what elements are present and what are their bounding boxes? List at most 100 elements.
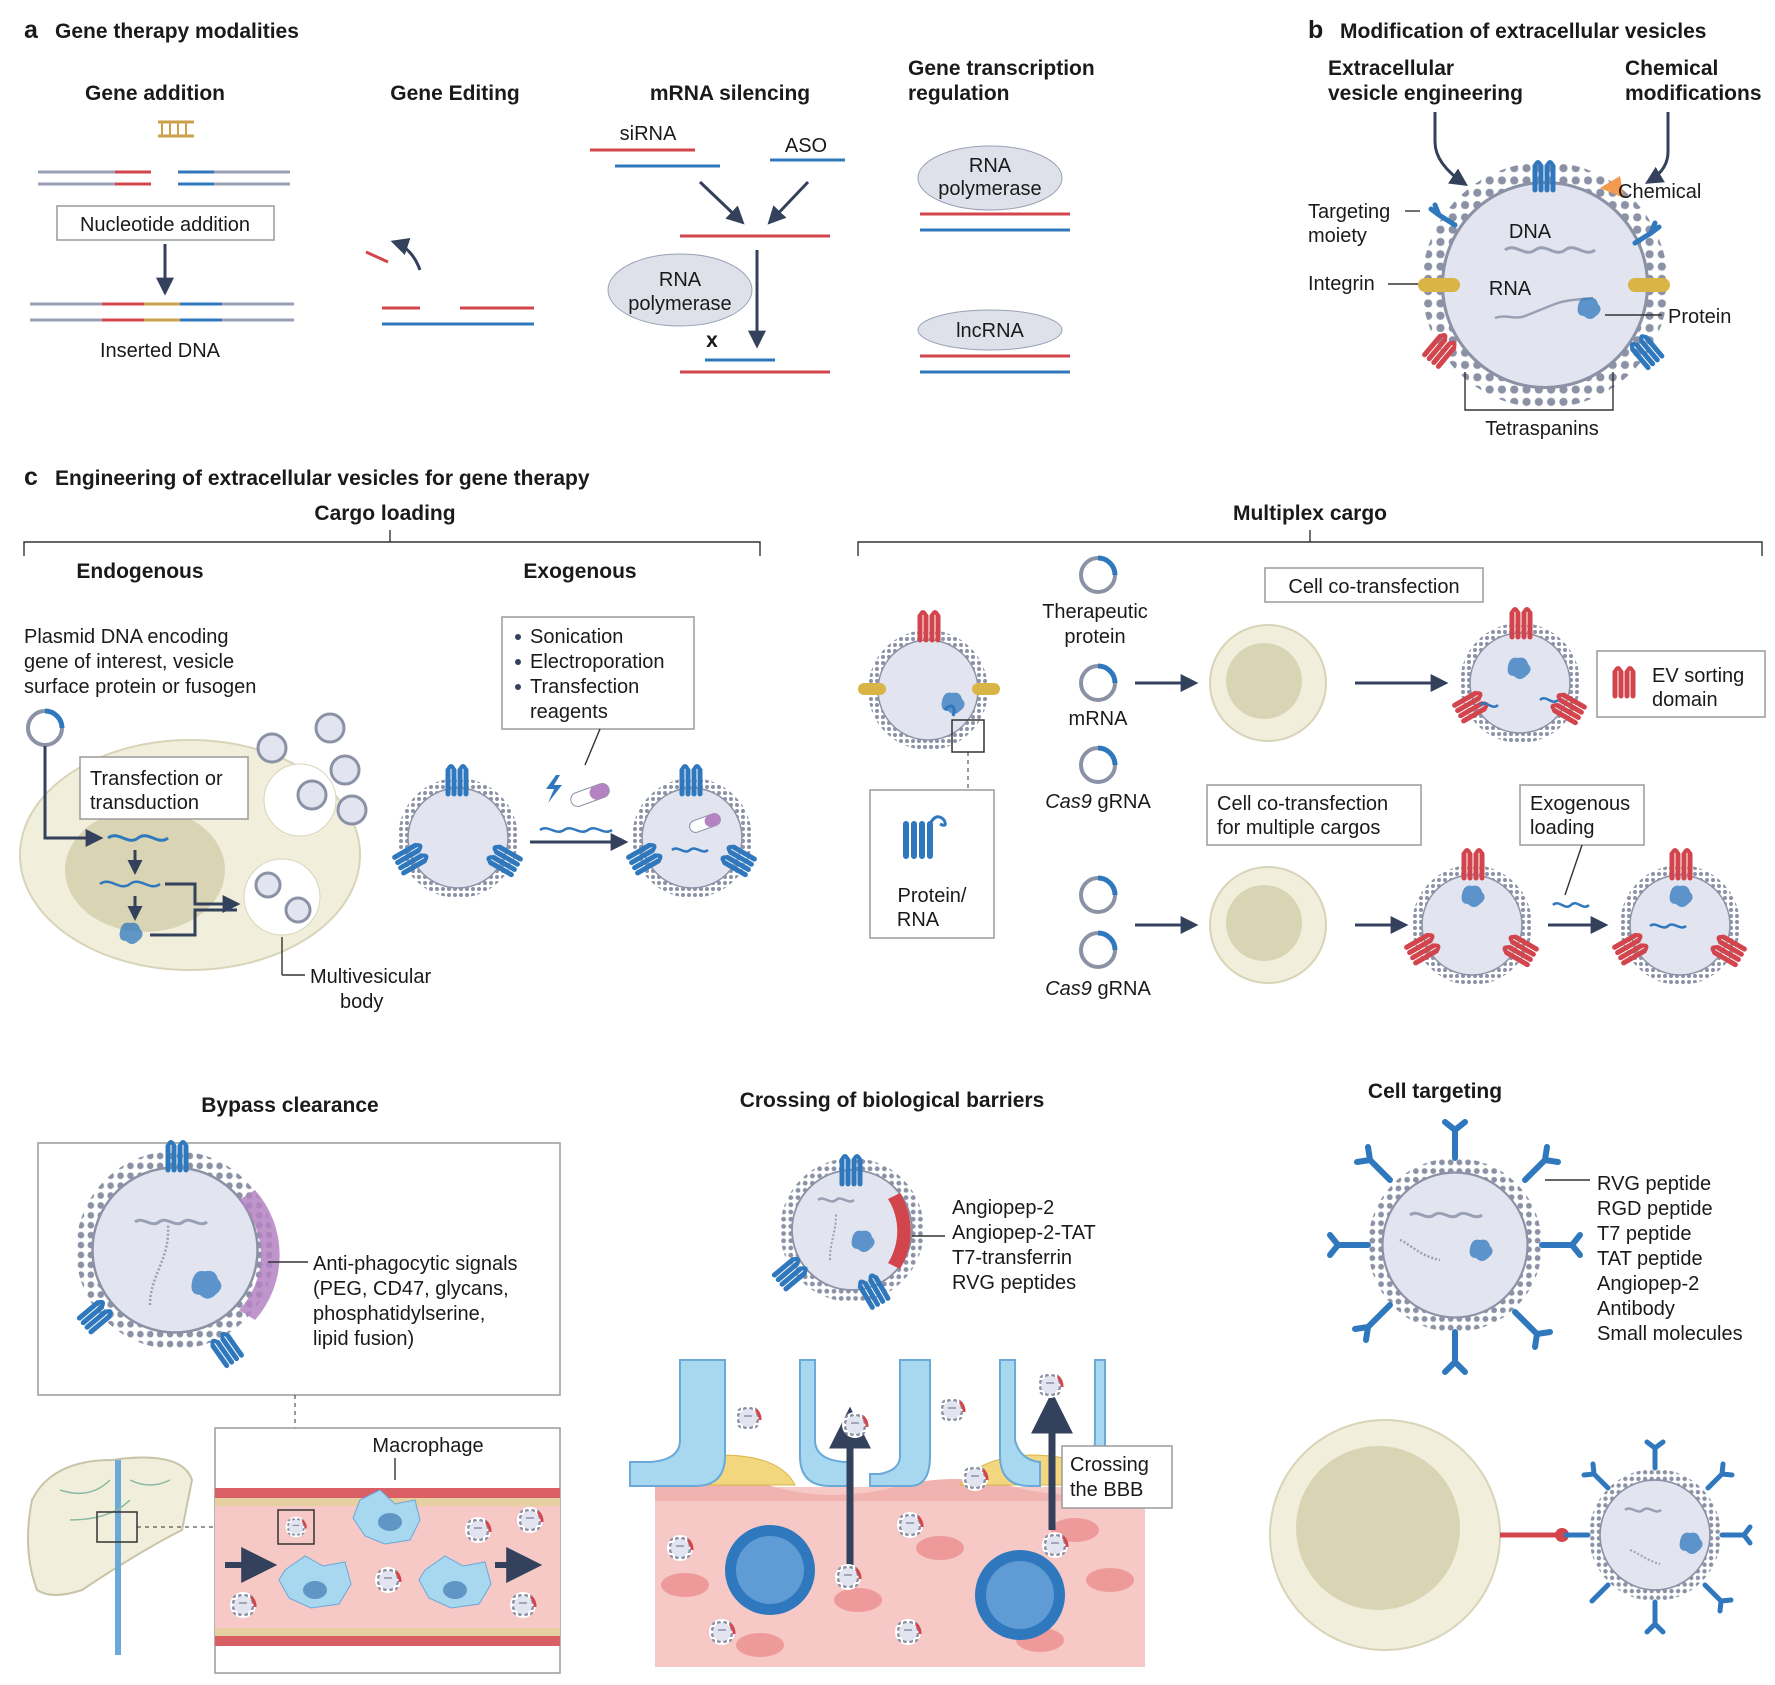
bound-ev-ligands	[1563, 1439, 1753, 1635]
capsule-icon	[570, 783, 610, 807]
gene-editing-title: Gene Editing	[390, 82, 520, 105]
integrin-right	[1628, 278, 1670, 292]
multiplex-ev-out-3	[1619, 864, 1741, 986]
bbb-box	[1061, 1445, 1173, 1509]
liver-icon	[27, 1456, 194, 1596]
barrier-ligand-2: Angiopep-2-TAT	[952, 1222, 1096, 1244]
inserted-fragment	[158, 120, 194, 138]
panel-b-letter: b	[1308, 16, 1323, 44]
gene-editing-dna	[365, 238, 534, 326]
silenced-mrna-1	[680, 358, 830, 374]
signals-line2: (PEG, CD47, glycans,	[313, 1278, 509, 1300]
integrated-dna	[107, 834, 169, 842]
cargo-loading-bracket	[23, 530, 761, 556]
bbb-line2: the BBB	[1070, 1479, 1143, 1501]
inserted-dna-label: Inserted DNA	[100, 340, 221, 362]
sirna-duplex	[590, 148, 720, 168]
cas9-grna-b: Cas9 gRNA	[1045, 978, 1151, 1000]
chemical-mods-line1: Chemical	[1625, 57, 1718, 80]
tissue-surface	[655, 1479, 1145, 1501]
transfection-arrow	[43, 746, 104, 847]
loaded-capsule	[689, 813, 721, 833]
multiplex-integrin-right	[972, 683, 1000, 695]
therapeutic-line1: Therapeutic	[1042, 601, 1148, 623]
protein-rna-line1: Protein/	[898, 885, 967, 907]
targeting-line2: moiety	[1308, 225, 1367, 247]
rna-polymerase-b	[917, 145, 1063, 211]
targeting-line1: Targeting	[1308, 201, 1390, 223]
targeting-ev-rna	[1399, 1238, 1441, 1262]
immune-cell-2-nucleus	[986, 1561, 1054, 1629]
panel-a-title: Gene therapy modalities	[55, 20, 299, 43]
dna-helix	[1504, 246, 1596, 254]
exogenous-loading-rna	[1552, 902, 1590, 908]
plasmid-therapeutic	[1081, 558, 1115, 592]
engineering-arrow	[1433, 112, 1468, 186]
barrier-ev-k	[893, 1617, 923, 1647]
method-sonication: Sonication	[530, 626, 623, 648]
grna-a-text: gRNA	[1092, 791, 1152, 813]
bound-ev-dna	[1624, 1507, 1662, 1513]
cell-targeting: Cell targeting RVG peptide RGD peptide T…	[1269, 1080, 1753, 1651]
targeting-ev-dna	[1409, 1211, 1483, 1219]
multiplex-cargo: Multiplex cargo Protein/ RNA Therapeutic…	[857, 502, 1766, 1000]
barrier-ev-a	[733, 1403, 763, 1433]
cotransfection-multi-box	[1206, 784, 1422, 846]
method-electroporation: Electroporation	[530, 651, 665, 673]
cotransfection-box	[1264, 567, 1484, 603]
barrier-ev-j	[707, 1617, 737, 1647]
tetraspanins-label: Tetraspanins	[1485, 418, 1598, 440]
loaded-rna	[671, 847, 709, 853]
ev-before-loading	[397, 777, 519, 899]
liver-vasculature	[59, 1479, 171, 1521]
rna-polymerase-a	[607, 253, 753, 327]
mrna-silencing-title: mRNA silencing	[650, 82, 810, 105]
block-mark: x	[706, 329, 718, 352]
multiplex-ev-out-1-rna	[1479, 697, 1559, 708]
rna-label: RNA	[1489, 278, 1532, 300]
transfection-line2: transduction	[90, 792, 199, 814]
polymerase-b-line1: RNA	[969, 155, 1012, 177]
vessel-ev-1	[284, 1515, 308, 1539]
barrier-ev-g	[895, 1510, 925, 1540]
transcription-title-line2: regulation	[908, 82, 1010, 105]
transfection-line1: Transfection or	[90, 768, 223, 790]
lncrna-label: lncRNA	[956, 320, 1024, 342]
bypass-clearance: Bypass clearance Anti-phagocytic signals…	[27, 1094, 561, 1674]
rna-strand	[1494, 296, 1594, 320]
cotransfection-multi-line1: Cell co-transfection	[1217, 793, 1388, 815]
macrophages	[278, 1489, 492, 1609]
panel-c-letter: c	[24, 463, 38, 491]
aso-label: ASO	[785, 135, 827, 157]
anti-phagocytic-coat	[239, 1190, 280, 1320]
exogenous-loading-leader	[1564, 844, 1583, 896]
cargo-loading-title: Cargo loading	[314, 502, 455, 525]
transfection-box	[79, 756, 249, 820]
mvb	[243, 858, 321, 936]
targeting-title: Cell targeting	[1368, 1080, 1502, 1103]
bbb-line1: Crossing	[1070, 1454, 1149, 1476]
crossing-barriers: Crossing of biological barriers Angiopep…	[629, 1089, 1173, 1667]
sirna-label: siRNA	[620, 123, 677, 145]
nucleotide-addition-box	[56, 205, 275, 241]
targeting-ligand-1: RVG peptide	[1597, 1173, 1711, 1195]
plasmid-endogenous	[28, 711, 62, 745]
barriers-title: Crossing of biological barriers	[740, 1089, 1045, 1112]
endogenous-label: Endogenous	[76, 560, 203, 583]
mvb-line2: body	[340, 991, 383, 1013]
ev-sorting-line1: EV sorting	[1652, 665, 1744, 687]
bypass-ev-dna	[134, 1218, 208, 1226]
barrier-ev-c	[937, 1395, 967, 1425]
cargo-loading: Cargo loading Endogenous Exogenous Plasm…	[19, 502, 761, 1013]
multiplex-ev	[867, 629, 989, 751]
exogenous-loading-line1: Exogenous	[1530, 793, 1630, 815]
cotransfection-label: Cell co-transfection	[1288, 576, 1459, 598]
panel-b-title: Modification of extracellular vesicles	[1340, 20, 1706, 43]
inserted-dna-strand	[30, 302, 294, 322]
transcription-title-line1: Gene transcription	[908, 57, 1095, 80]
rna-to-mvb-arrow	[165, 882, 241, 913]
nucleotide-addition-label: Nucleotide addition	[80, 214, 250, 236]
mvb-line1: Multivesicular	[310, 966, 431, 988]
plasmid-c-2	[1081, 933, 1115, 967]
polymerase-a-line2: polymerase	[628, 293, 731, 315]
